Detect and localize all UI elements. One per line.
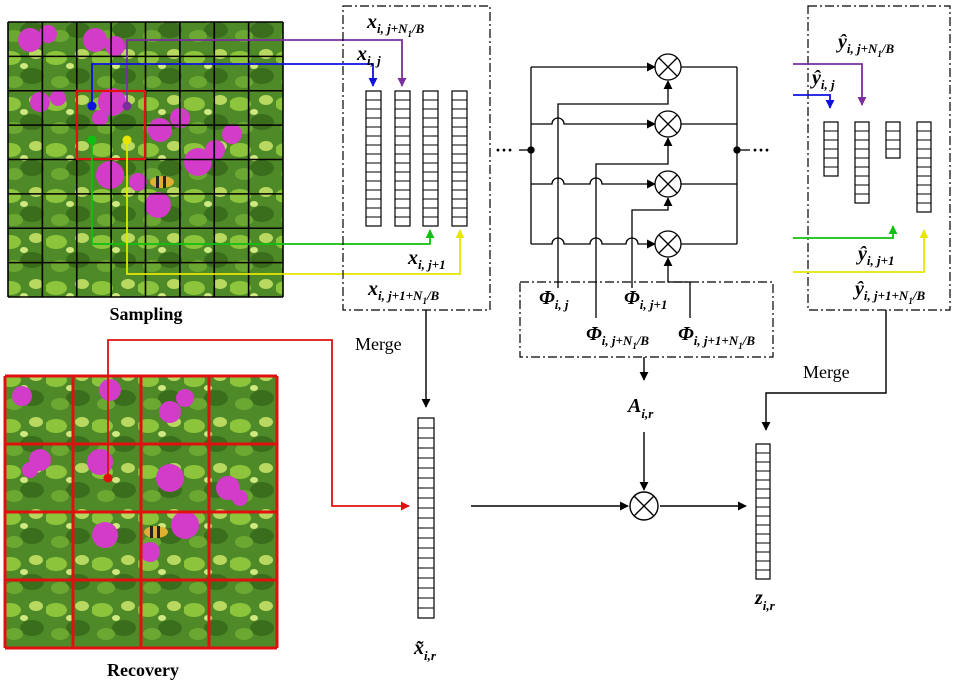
measured-vectors-box bbox=[807, 5, 951, 311]
arrow-red bbox=[107, 339, 410, 511]
measurement-matrix-box bbox=[519, 281, 774, 358]
ellipsis-left: ··· bbox=[495, 140, 513, 160]
sample-vector-column bbox=[422, 90, 439, 227]
selected-block bbox=[75, 89, 147, 161]
label-phi-ij1-N: Φi, j+1+N1/B bbox=[678, 323, 755, 351]
flower-cluster bbox=[12, 379, 248, 562]
output-column bbox=[755, 443, 771, 580]
sampling-photo bbox=[7, 21, 284, 298]
multiplier-network bbox=[519, 53, 750, 318]
label-phi-ij-N: Φi, j+N1/B bbox=[586, 323, 649, 351]
sampling-caption: Sampling bbox=[109, 304, 182, 324]
label-phi-ij1: Φi, j+1 bbox=[624, 287, 667, 312]
arrow-yellow bbox=[126, 140, 465, 275]
output-vector-column bbox=[755, 443, 771, 580]
circle-times-icon bbox=[629, 491, 659, 521]
arrow-purple bbox=[126, 39, 407, 106]
ellipsis-right: ··· bbox=[752, 140, 770, 160]
arrow-green-out bbox=[793, 225, 898, 239]
flower-cluster bbox=[18, 25, 242, 218]
label-y-ij1: ŷi, j+1 bbox=[856, 243, 895, 268]
bee bbox=[144, 526, 168, 538]
bee bbox=[150, 176, 174, 188]
merge-label-left: Merge bbox=[355, 334, 402, 354]
label-y-ij-N: ŷi, j+N1/B bbox=[836, 31, 895, 59]
recovery-caption: Recovery bbox=[107, 660, 179, 680]
arrow-blue-out bbox=[793, 94, 835, 109]
sample-vector-column bbox=[451, 90, 468, 227]
sample-vectors-box bbox=[342, 5, 491, 311]
label-x-ij-N: xi, j+N1/B bbox=[366, 11, 425, 39]
label-x-ij1: xi, j+1 bbox=[407, 247, 446, 272]
label-A-ir: Ai,r bbox=[626, 395, 654, 421]
recovery-photo bbox=[3, 374, 279, 650]
arrow-purple-out bbox=[793, 63, 867, 106]
circle-times-icon bbox=[654, 230, 682, 258]
label-phi-ij: Φi, j bbox=[539, 287, 569, 312]
merge-arrow-right bbox=[761, 310, 887, 431]
merge-label-right: Merge bbox=[803, 362, 850, 382]
measured-columns bbox=[823, 121, 932, 213]
sample-vector-column bbox=[365, 90, 382, 227]
sample-columns bbox=[365, 90, 468, 227]
label-x-ij: xi, j bbox=[356, 43, 381, 68]
circle-times-icon bbox=[654, 170, 682, 198]
recovery-grid bbox=[3, 374, 279, 650]
circle-times-icon bbox=[654, 53, 682, 81]
arrow-green bbox=[91, 140, 435, 245]
circle-times-icon bbox=[654, 110, 682, 138]
label-xt-ir: x̃i,r bbox=[413, 637, 437, 663]
sampling-grid bbox=[7, 21, 284, 298]
arrow-yellow-out bbox=[793, 229, 929, 273]
arrow-blue bbox=[91, 63, 378, 106]
label-z-ir: zi,r bbox=[754, 587, 776, 613]
label-x-ij1-N: xi, j+1+N1/B bbox=[367, 278, 440, 306]
sample-vector-column bbox=[394, 90, 411, 227]
measured-vector-column bbox=[854, 121, 870, 204]
merged-column bbox=[417, 417, 435, 619]
label-y-ij1-N: ŷi, j+1+N1/B bbox=[853, 278, 925, 306]
label-y-ij: ŷi, j bbox=[810, 67, 835, 92]
